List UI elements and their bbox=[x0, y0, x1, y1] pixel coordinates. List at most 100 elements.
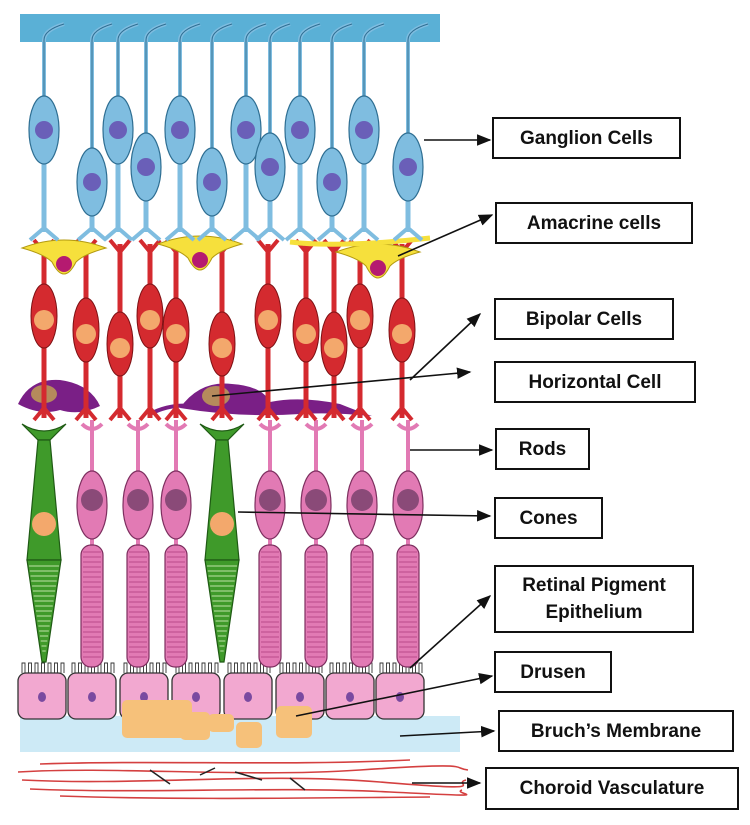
amacrine-cells bbox=[20, 235, 431, 279]
rpe-nucleus bbox=[192, 692, 200, 702]
drusen-deposit bbox=[122, 700, 192, 738]
ganglion-axon-outline bbox=[211, 23, 233, 152]
ganglion-dendrites bbox=[392, 225, 424, 242]
bipolar-nucleus bbox=[392, 324, 412, 344]
rod-outer-segment bbox=[258, 544, 282, 668]
ganglion-dendrites bbox=[196, 225, 228, 242]
ganglion-nucleus bbox=[83, 173, 101, 191]
rpe-microvilli bbox=[47, 662, 52, 673]
amacrine-process bbox=[289, 235, 431, 247]
bipolar-nucleus bbox=[110, 338, 130, 358]
rod-terminal bbox=[258, 422, 282, 431]
rpe-microvilli bbox=[71, 662, 76, 673]
rod-outer-segment bbox=[126, 544, 150, 668]
ganglion-axon-outline bbox=[91, 23, 113, 152]
rpe-nucleus bbox=[140, 692, 148, 702]
ganglion-nucleus bbox=[237, 121, 255, 139]
amacrine-nucleus bbox=[56, 256, 72, 272]
rpe-microvilli bbox=[54, 662, 58, 673]
retinal-pigment-epithelium bbox=[17, 662, 425, 720]
ganglion-axon-outline bbox=[407, 23, 429, 137]
rpe-microvilli bbox=[149, 662, 154, 673]
cone-nucleus bbox=[210, 512, 234, 536]
ganglion-nucleus bbox=[399, 158, 417, 176]
rod-terminal bbox=[304, 422, 328, 431]
label-bruchs-membrane: Bruch’s Membrane bbox=[498, 710, 734, 752]
rpe-microvilli bbox=[253, 662, 258, 673]
bipolar-dendrite bbox=[108, 238, 132, 256]
bipolar-dendrite bbox=[256, 238, 280, 256]
choroid-vessel-branch bbox=[149, 769, 171, 785]
rpe-microvilli bbox=[162, 662, 167, 673]
ganglion-axon-outline bbox=[43, 23, 65, 100]
ganglion-nucleus bbox=[261, 158, 279, 176]
rpe-microvilli bbox=[329, 662, 334, 673]
ganglion-nucleus bbox=[323, 173, 341, 191]
ganglion-axon-outline bbox=[363, 23, 385, 100]
rpe-microvilli bbox=[349, 662, 353, 673]
ganglion-axon bbox=[210, 22, 233, 152]
bipolar-nucleus bbox=[324, 338, 344, 358]
rod-outer-segment bbox=[80, 544, 104, 668]
rods bbox=[76, 420, 424, 668]
rpe-microvilli bbox=[386, 662, 390, 673]
bipolar-nucleus bbox=[34, 310, 54, 330]
drusen-deposit bbox=[276, 706, 312, 738]
ganglion-nucleus bbox=[35, 121, 53, 139]
label-choroid-vasculature: Choroid Vasculature bbox=[485, 767, 739, 810]
rod-outer-segment bbox=[304, 544, 328, 668]
cone-body bbox=[26, 439, 62, 561]
bipolar-cells bbox=[30, 238, 416, 422]
ganglion-cells bbox=[28, 22, 429, 242]
ganglion-dendrites bbox=[254, 225, 286, 242]
bipolar-nucleus bbox=[258, 310, 278, 330]
bipolar-terminal bbox=[256, 404, 280, 422]
rod-nucleus bbox=[81, 489, 103, 511]
bipolar-nucleus bbox=[350, 310, 370, 330]
choroid-vessel bbox=[21, 777, 467, 788]
cone-nucleus bbox=[32, 512, 56, 536]
ganglion-dendrites bbox=[102, 225, 134, 242]
ganglion-axon-outline bbox=[299, 23, 321, 100]
rpe-microvilli bbox=[201, 662, 206, 673]
ganglion-nucleus bbox=[203, 173, 221, 191]
label-bipolar-cells: Bipolar Cells bbox=[494, 298, 674, 340]
label-pointers bbox=[211, 134, 496, 789]
ganglion-dendrites bbox=[316, 225, 348, 242]
label-drusen: Drusen bbox=[494, 651, 612, 693]
rpe-microvilli bbox=[279, 662, 284, 673]
rpe-microvilli bbox=[28, 662, 32, 673]
pointer-arrow bbox=[211, 367, 472, 397]
cones bbox=[21, 423, 245, 663]
rpe-microvilli bbox=[214, 662, 219, 673]
rod-nucleus bbox=[127, 489, 149, 511]
rpe-nucleus bbox=[296, 692, 304, 702]
ganglion-dendrites bbox=[164, 225, 196, 242]
bipolar-terminal bbox=[32, 404, 56, 422]
pointer-arrow bbox=[409, 595, 492, 669]
choroid-vasculature bbox=[17, 759, 469, 800]
rpe-microvilli bbox=[227, 662, 232, 673]
rpe-microvilli bbox=[392, 662, 397, 673]
rod-terminal bbox=[350, 422, 374, 431]
rpe-microvilli bbox=[342, 662, 347, 673]
bipolar-terminal bbox=[294, 404, 318, 422]
rpe-microvilli bbox=[123, 662, 128, 673]
ganglion-axon-outline bbox=[145, 23, 167, 137]
ganglion-dendrites bbox=[28, 225, 60, 242]
rod-nucleus bbox=[305, 489, 327, 511]
pointer-arrow bbox=[409, 313, 482, 381]
rod-terminal bbox=[126, 422, 150, 431]
rpe-microvilli bbox=[240, 662, 245, 673]
ganglion-nucleus bbox=[291, 121, 309, 139]
rpe-microvilli bbox=[234, 662, 238, 673]
pointer-arrow bbox=[237, 510, 492, 522]
rpe-microvilli bbox=[34, 662, 39, 673]
bipolar-terminal bbox=[138, 404, 162, 422]
rpe-microvilli bbox=[208, 662, 212, 673]
rpe-nucleus bbox=[244, 692, 252, 702]
rod-nucleus bbox=[259, 489, 281, 511]
rpe-microvilli bbox=[247, 662, 251, 673]
choroid-vessel bbox=[39, 759, 411, 765]
